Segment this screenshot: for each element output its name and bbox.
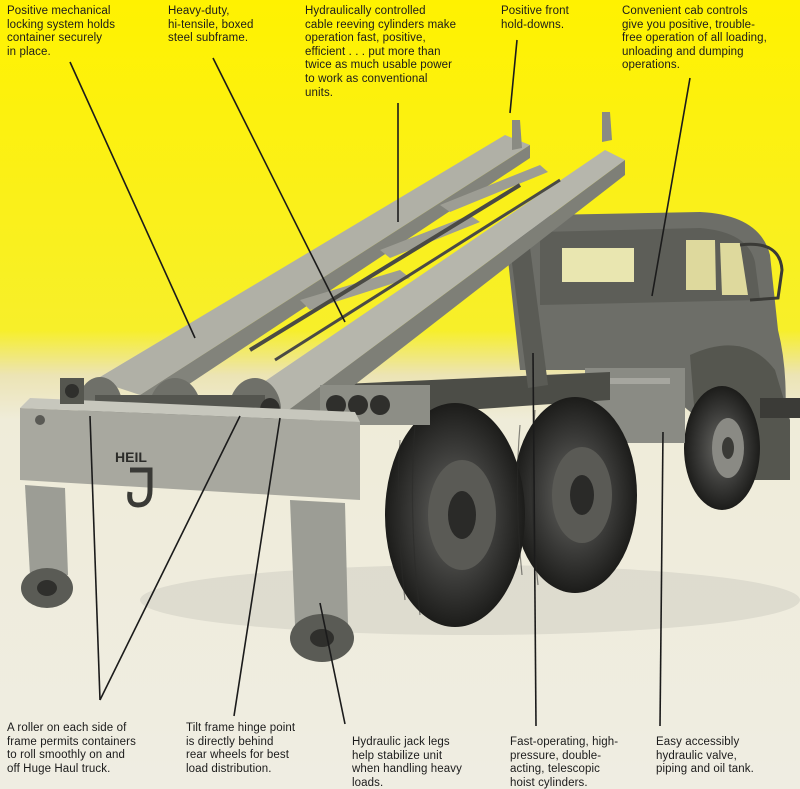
- leader-valve: [659, 431, 664, 727]
- leader-cab: [651, 77, 691, 297]
- caption-hoist: Fast-operating, high- pressure, double- …: [510, 736, 619, 789]
- caption-cable: Hydraulically controlled cable reeving c…: [305, 5, 457, 99]
- tilt-frame: [95, 112, 625, 435]
- leader-roller-right: [99, 415, 241, 701]
- leader-holddowns: [509, 39, 518, 114]
- tail-lamp-bar: [320, 385, 430, 425]
- caption-jacks: Hydraulic jack legs help stabilize unit …: [352, 736, 462, 789]
- callout-lines: [69, 39, 691, 727]
- leader-jacks: [319, 602, 346, 725]
- jack-legs: [21, 485, 354, 662]
- caption-cab: Convenient cab controls give you positiv…: [622, 5, 767, 72]
- caption-subframe: Heavy-duty, hi-tensile, boxed steel subf…: [168, 5, 254, 45]
- caption-hinge: Tilt frame hinge point is directly behin…: [186, 722, 296, 775]
- heil-logo: HEIL: [115, 449, 147, 465]
- leader-hoist: [532, 352, 537, 727]
- front-wheel: [684, 386, 760, 510]
- leader-hinge: [233, 417, 281, 717]
- cab-side-window: [686, 240, 716, 290]
- cab-rear-window: [562, 248, 634, 282]
- rear-bumper: HEIL: [20, 378, 360, 508]
- leader-roller-left: [89, 415, 101, 701]
- mirror-frame: [739, 242, 784, 302]
- leader-subframe: [212, 57, 346, 323]
- caption-holddowns: Positive front hold-downs.: [501, 5, 569, 31]
- caption-locking: Positive mechanical locking system holds…: [7, 5, 116, 58]
- caption-roller: A roller on each side of frame permits c…: [7, 722, 136, 775]
- rear-tires: [385, 397, 637, 627]
- leader-locking: [69, 61, 196, 339]
- caption-valve: Easy accessibly hydraulic valve, piping …: [656, 736, 754, 776]
